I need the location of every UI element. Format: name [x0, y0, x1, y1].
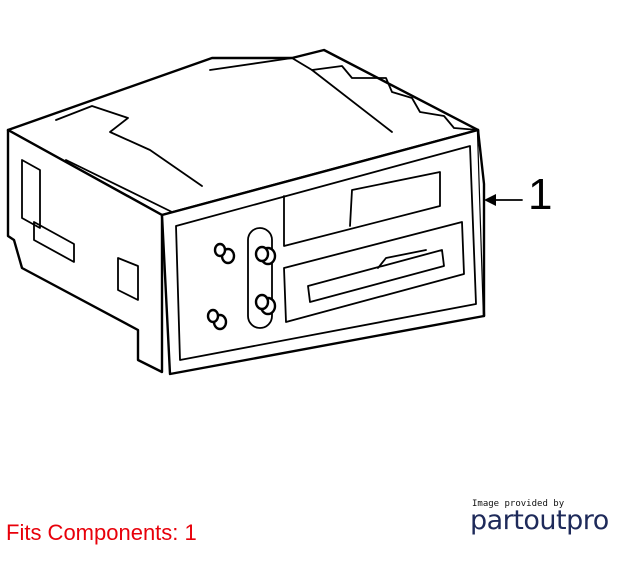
top-face-rib-3	[209, 57, 293, 71]
left-side-vent	[21, 159, 41, 229]
knob-track	[247, 227, 273, 329]
fits-components-text: Fits Components: 1	[6, 520, 197, 545]
cassette-flap	[377, 249, 427, 269]
radio-back-edge	[291, 57, 479, 131]
radio-diagram	[6, 48, 523, 376]
left-side-tab	[117, 257, 139, 301]
cassette-slot	[307, 249, 445, 303]
display-window	[283, 171, 441, 247]
callout-1-leader	[484, 194, 523, 206]
image-provided-by: Image provided by	[472, 499, 565, 509]
radio-right-edge	[476, 128, 486, 318]
top-face-rib-2	[311, 69, 393, 133]
callout-1-label: 1	[528, 170, 553, 219]
partoutpro-logo: partoutpro	[470, 505, 609, 536]
left-side-slot	[33, 221, 75, 263]
button-upper	[213, 242, 236, 265]
top-face-detail	[55, 105, 203, 187]
radio-left-side	[6, 128, 164, 374]
cassette-door	[283, 221, 465, 323]
button-lower	[206, 308, 228, 331]
top-face-rib	[65, 159, 173, 213]
front-bezel-inner	[175, 145, 477, 361]
volume-knob	[254, 245, 277, 266]
tuning-knob	[254, 293, 277, 316]
